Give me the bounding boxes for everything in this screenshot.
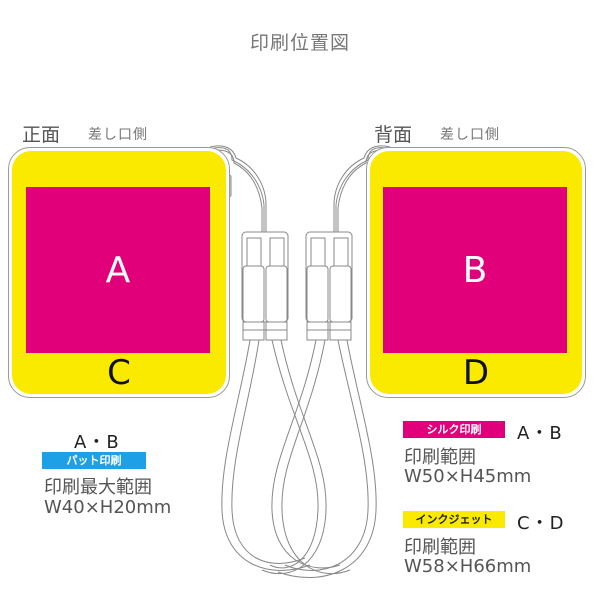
inkjet-badge: インクジェット	[403, 511, 505, 528]
inkjet-areas: C・D	[517, 513, 565, 534]
inkjet-range-label: 印刷範囲	[404, 537, 476, 558]
front-silk-area: A	[26, 187, 210, 353]
back-silk-area: B	[383, 187, 567, 353]
page-title: 印刷位置図	[249, 32, 350, 54]
silk-print-range-label: 印刷範囲	[404, 447, 476, 468]
pad-print-areas: A・B	[74, 432, 120, 453]
inkjet-size: W58×H66mm	[404, 556, 532, 577]
back-label: 背面	[374, 124, 413, 146]
back-device: B D	[366, 147, 586, 398]
pad-print-badge: パット印刷	[42, 452, 146, 469]
pad-print-range-label: 印刷最大範囲	[44, 477, 152, 498]
area-a-label: A	[105, 249, 131, 291]
silk-print-badge: シルク印刷	[403, 421, 505, 438]
silk-print-size: W50×H45mm	[404, 466, 532, 487]
front-sub-label: 差し口側	[88, 127, 148, 143]
silk-print-areas: A・B	[517, 423, 563, 444]
back-sub-label: 差し口側	[440, 127, 500, 143]
front-label: 正面	[22, 124, 61, 146]
area-c-label: C	[107, 353, 131, 393]
front-device: A C	[8, 147, 230, 398]
area-b-label: B	[462, 249, 488, 291]
pad-print-size: W40×H20mm	[44, 497, 172, 518]
area-d-label: D	[462, 353, 490, 393]
